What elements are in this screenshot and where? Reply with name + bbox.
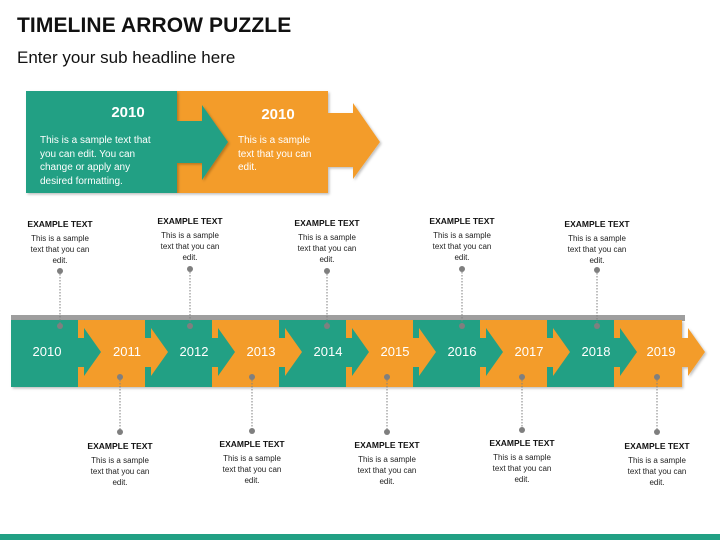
timeline-segment-2017 — [480, 320, 570, 387]
timeline-segment-2018 — [547, 320, 637, 387]
hero-right-text: This is a sample text that you can edit. — [238, 134, 338, 175]
connector-bottom-2013-dot — [249, 374, 255, 380]
connector-top-2010-dot — [57, 268, 63, 274]
timeline-segment-2014 — [279, 320, 369, 387]
slide-title: TIMELINE ARROW PUZZLE — [17, 14, 292, 37]
hero-teal-arrow — [26, 91, 228, 193]
hero-left-line: desired formatting. — [40, 175, 123, 187]
connector-bottom-2017-dot — [519, 374, 525, 380]
segment-year-2015: 2015 — [380, 344, 410, 359]
timeline-segment-2010 — [11, 320, 101, 387]
timeline-bar — [11, 320, 705, 387]
segment-year-2012: 2012 — [179, 344, 209, 359]
hero-left-line: you can edit. You can — [40, 148, 136, 160]
connector-bottom-2017-dot — [519, 427, 525, 433]
segment-year-2018: 2018 — [581, 344, 611, 359]
segment-year-2013: 2013 — [246, 344, 276, 359]
connector-bottom-2015-dot — [384, 374, 390, 380]
hero-right-line: This is a sample — [238, 135, 311, 146]
hero-left-line: change or apply any — [40, 162, 131, 173]
timeline-segment-2012 — [145, 320, 235, 387]
connector-top-2012-dot — [187, 323, 193, 329]
segment-year-2016: 2016 — [447, 344, 477, 359]
hero-left-year: 2010 — [111, 104, 145, 121]
callout-heading: EXAMPLE TEXT — [489, 438, 555, 448]
hero-right-line: text that you can — [238, 148, 312, 160]
connectors — [57, 266, 660, 435]
connector-bottom-2013-dot — [249, 428, 255, 434]
slide-subtitle: Enter your sub headline here — [17, 48, 236, 67]
connector-top-2012-dot — [187, 266, 193, 272]
connector-bottom-2015-dot — [384, 429, 390, 435]
connector-bottom-2019-dot — [654, 374, 660, 380]
connector-top-2018-dot — [594, 267, 600, 273]
timeline-segment-2019 — [614, 320, 705, 387]
callout-heading: EXAMPLE TEXT — [219, 439, 285, 449]
hero-orange-arrow — [177, 91, 380, 193]
timeline-top-strip — [11, 315, 685, 321]
callout-heading: EXAMPLE TEXT — [157, 216, 223, 226]
segment-year-2019: 2019 — [646, 344, 676, 359]
connector-top-2010-dot — [57, 323, 63, 329]
callout-heading: EXAMPLE TEXT — [294, 218, 360, 228]
hero-left-text: This is a sample text that you can edit.… — [40, 134, 180, 188]
hero-right-line: edit. — [238, 162, 257, 173]
timeline-segment-2013 — [212, 320, 302, 387]
footer-accent-bar — [0, 534, 720, 540]
callout-heading: EXAMPLE TEXT — [87, 441, 153, 451]
timeline-segment-2016 — [413, 320, 503, 387]
segment-year-2010: 2010 — [32, 344, 62, 359]
callout-heading: EXAMPLE TEXT — [354, 440, 420, 450]
callout-heading: EXAMPLE TEXT — [624, 441, 690, 451]
connector-top-2014-dot — [324, 323, 330, 329]
hero-right-year: 2010 — [261, 106, 295, 123]
connector-top-2014-dot — [324, 268, 330, 274]
connector-bottom-2011-dot — [117, 429, 123, 435]
callout-heading: EXAMPLE TEXT — [564, 219, 630, 229]
timeline-segment-2015 — [346, 320, 436, 387]
timeline-segment-2011 — [78, 320, 168, 387]
segment-year-2017: 2017 — [514, 344, 544, 359]
connector-top-2016-dot — [459, 323, 465, 329]
callout-heading: EXAMPLE TEXT — [27, 219, 93, 229]
segment-year-2011: 2011 — [113, 344, 141, 359]
connector-top-2018-dot — [594, 323, 600, 329]
hero-left-line: This is a sample text that — [40, 135, 151, 146]
connector-top-2016-dot — [459, 266, 465, 272]
connector-bottom-2019-dot — [654, 429, 660, 435]
segment-year-2014: 2014 — [313, 344, 343, 359]
connector-bottom-2011-dot — [117, 374, 123, 380]
callout-heading: EXAMPLE TEXT — [429, 216, 495, 226]
